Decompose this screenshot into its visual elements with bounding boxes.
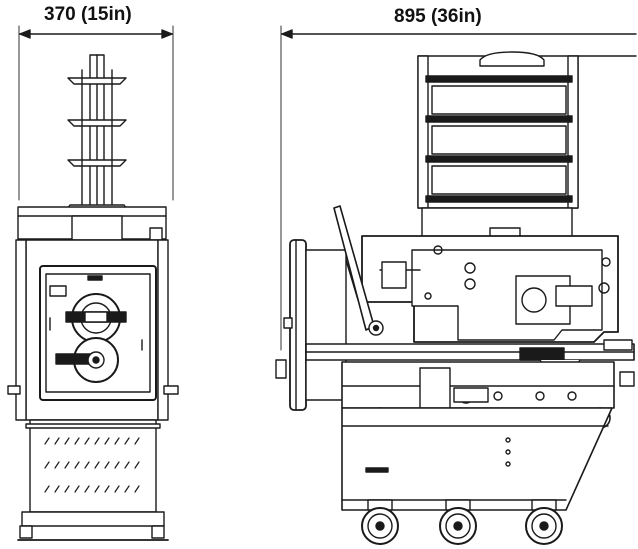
width-dimension-label: 370 (15in): [44, 4, 132, 25]
side-view: [276, 52, 636, 544]
side-caster-wheels: [362, 500, 562, 544]
caster-wheel-1: [362, 500, 398, 544]
front-knob-upper: [66, 294, 126, 342]
front-knob-lower: [56, 338, 118, 382]
caster-wheel-2: [440, 500, 476, 544]
front-vent-slots: [45, 438, 139, 492]
side-cart-body: [342, 408, 612, 510]
side-mechanism: [362, 236, 618, 342]
side-disc: [276, 240, 346, 410]
side-lower-frame: [342, 362, 634, 408]
caster-wheel-3: [526, 500, 562, 544]
side-lever-arm: [334, 206, 383, 335]
depth-dimension-line: [281, 26, 636, 350]
front-view: [8, 55, 178, 540]
side-stack-trays: [418, 52, 578, 208]
front-stack-column: [64, 55, 130, 213]
depth-dimension-label: 895 (36in): [394, 6, 482, 27]
width-dimension-line: [19, 26, 173, 200]
